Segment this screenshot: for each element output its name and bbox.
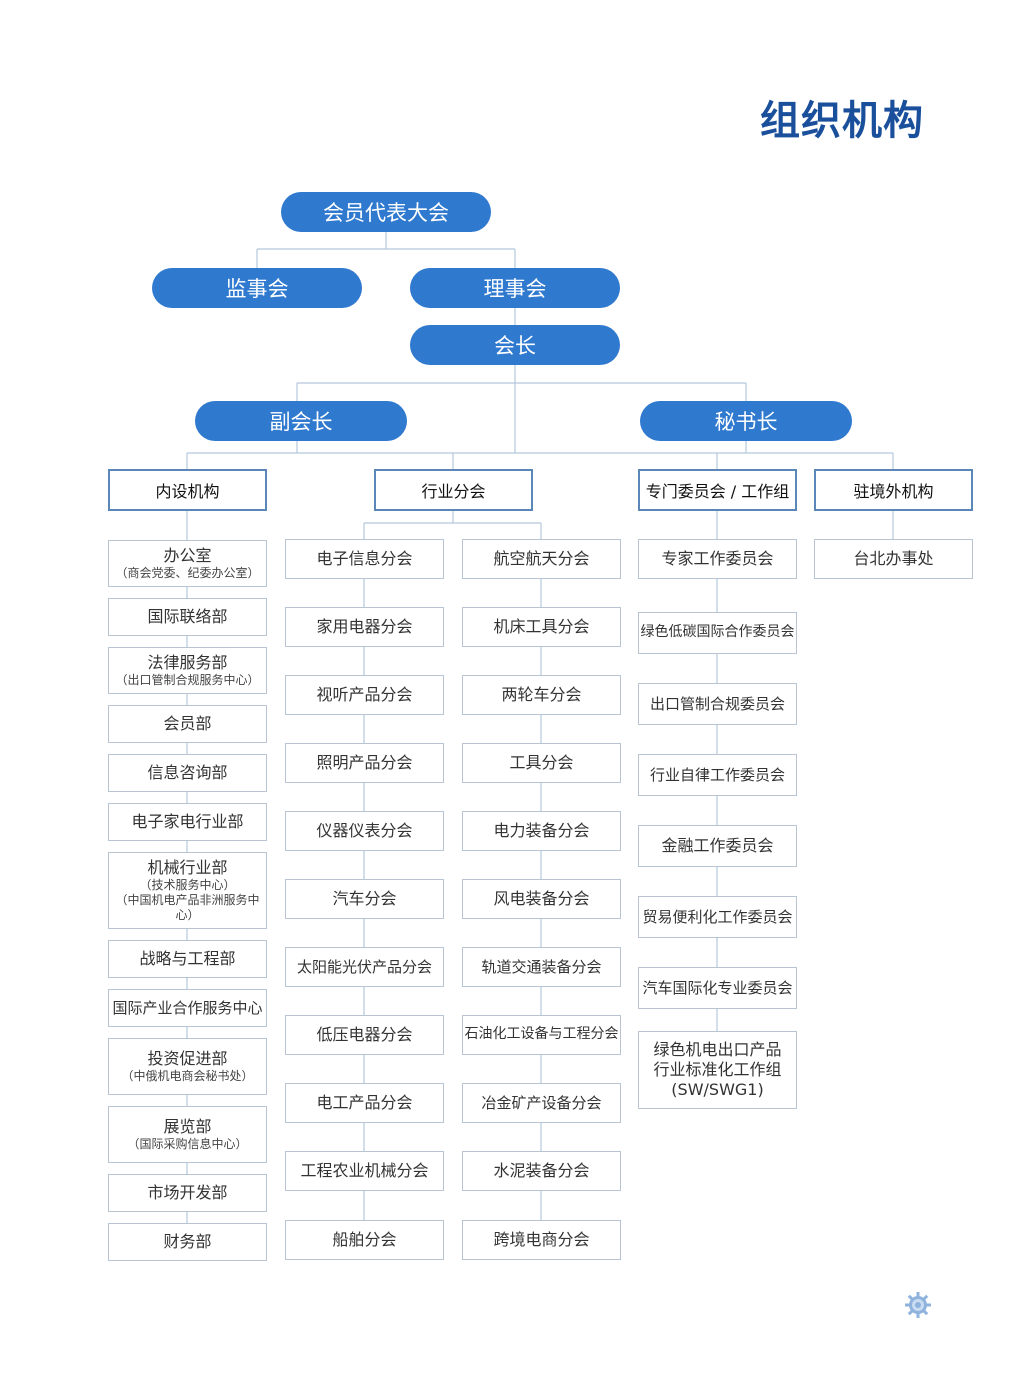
president-node: 会长 — [410, 325, 620, 365]
industry-item: 风电装备分会 — [462, 879, 621, 919]
committee-item: 出口管制合规委员会 — [638, 683, 797, 725]
committee-item: 行业自律工作委员会 — [638, 754, 797, 796]
internal-item: 市场开发部 — [108, 1174, 267, 1212]
industry-item: 两轮车分会 — [462, 675, 621, 715]
vice-president-node: 副会长 — [195, 401, 407, 441]
industry-item: 轨道交通装备分会 — [462, 947, 621, 987]
internal-item: 会员部 — [108, 705, 267, 743]
industry-item: 仪器仪表分会 — [285, 811, 444, 851]
committee-item: 汽车国际化专业委员会 — [638, 967, 797, 1009]
committee-item: 专家工作委员会 — [638, 539, 797, 579]
industry-item: 跨境电商分会 — [462, 1220, 621, 1260]
committee-item: 绿色机电出口产品行业标准化工作组(SW/SWG1) — [638, 1031, 797, 1109]
industry-item: 电子信息分会 — [285, 539, 444, 579]
category-overseas: 驻境外机构 — [814, 469, 973, 511]
internal-item: 机械行业部（技术服务中心）（中国机电产品非洲服务中心） — [108, 852, 267, 929]
internal-item: 展览部（国际采购信息中心） — [108, 1106, 267, 1163]
council-node: 理事会 — [410, 268, 620, 308]
industry-item: 视听产品分会 — [285, 675, 444, 715]
category-industry: 行业分会 — [374, 469, 533, 511]
supervisors-node: 监事会 — [152, 268, 362, 308]
industry-item: 冶金矿产设备分会 — [462, 1083, 621, 1123]
industry-item: 太阳能光伏产品分会 — [285, 947, 444, 987]
internal-item: 电子家电行业部 — [108, 803, 267, 841]
industry-item: 工程农业机械分会 — [285, 1151, 444, 1191]
assembly-node: 会员代表大会 — [281, 192, 491, 232]
industry-item: 机床工具分会 — [462, 607, 621, 647]
industry-item: 电工产品分会 — [285, 1083, 444, 1123]
internal-item: 财务部 — [108, 1223, 267, 1261]
category-committees: 专门委员会 / 工作组 — [638, 469, 797, 511]
internal-item: 法律服务部（出口管制合规服务中心） — [108, 647, 267, 694]
internal-item: 信息咨询部 — [108, 754, 267, 792]
industry-item: 船舶分会 — [285, 1220, 444, 1260]
committee-item: 贸易便利化工作委员会 — [638, 896, 797, 938]
page-title: 组织机构 — [760, 98, 924, 144]
industry-item: 电力装备分会 — [462, 811, 621, 851]
internal-item: 办公室（商会党委、纪委办公室） — [108, 540, 267, 587]
internal-item: 国际联络部 — [108, 598, 267, 636]
secretary-general-node: 秘书长 — [640, 401, 852, 441]
committee-item: 绿色低碳国际合作委员会 — [638, 612, 797, 654]
industry-item: 低压电器分会 — [285, 1015, 444, 1055]
industry-item: 汽车分会 — [285, 879, 444, 919]
industry-item: 照明产品分会 — [285, 743, 444, 783]
internal-item: 战略与工程部 — [108, 940, 267, 978]
internal-item: 国际产业合作服务中心 — [108, 989, 267, 1027]
committee-item: 金融工作委员会 — [638, 825, 797, 867]
industry-item: 水泥装备分会 — [462, 1151, 621, 1191]
industry-item: 石油化工设备与工程分会 — [462, 1015, 621, 1055]
overseas-item: 台北办事处 — [814, 539, 973, 579]
internal-item: 投资促进部（中俄机电商会秘书处） — [108, 1038, 267, 1095]
industry-item: 工具分会 — [462, 743, 621, 783]
industry-item: 家用电器分会 — [285, 607, 444, 647]
category-internal: 内设机构 — [108, 469, 267, 511]
gear-icon — [905, 1292, 931, 1318]
industry-item: 航空航天分会 — [462, 539, 621, 579]
